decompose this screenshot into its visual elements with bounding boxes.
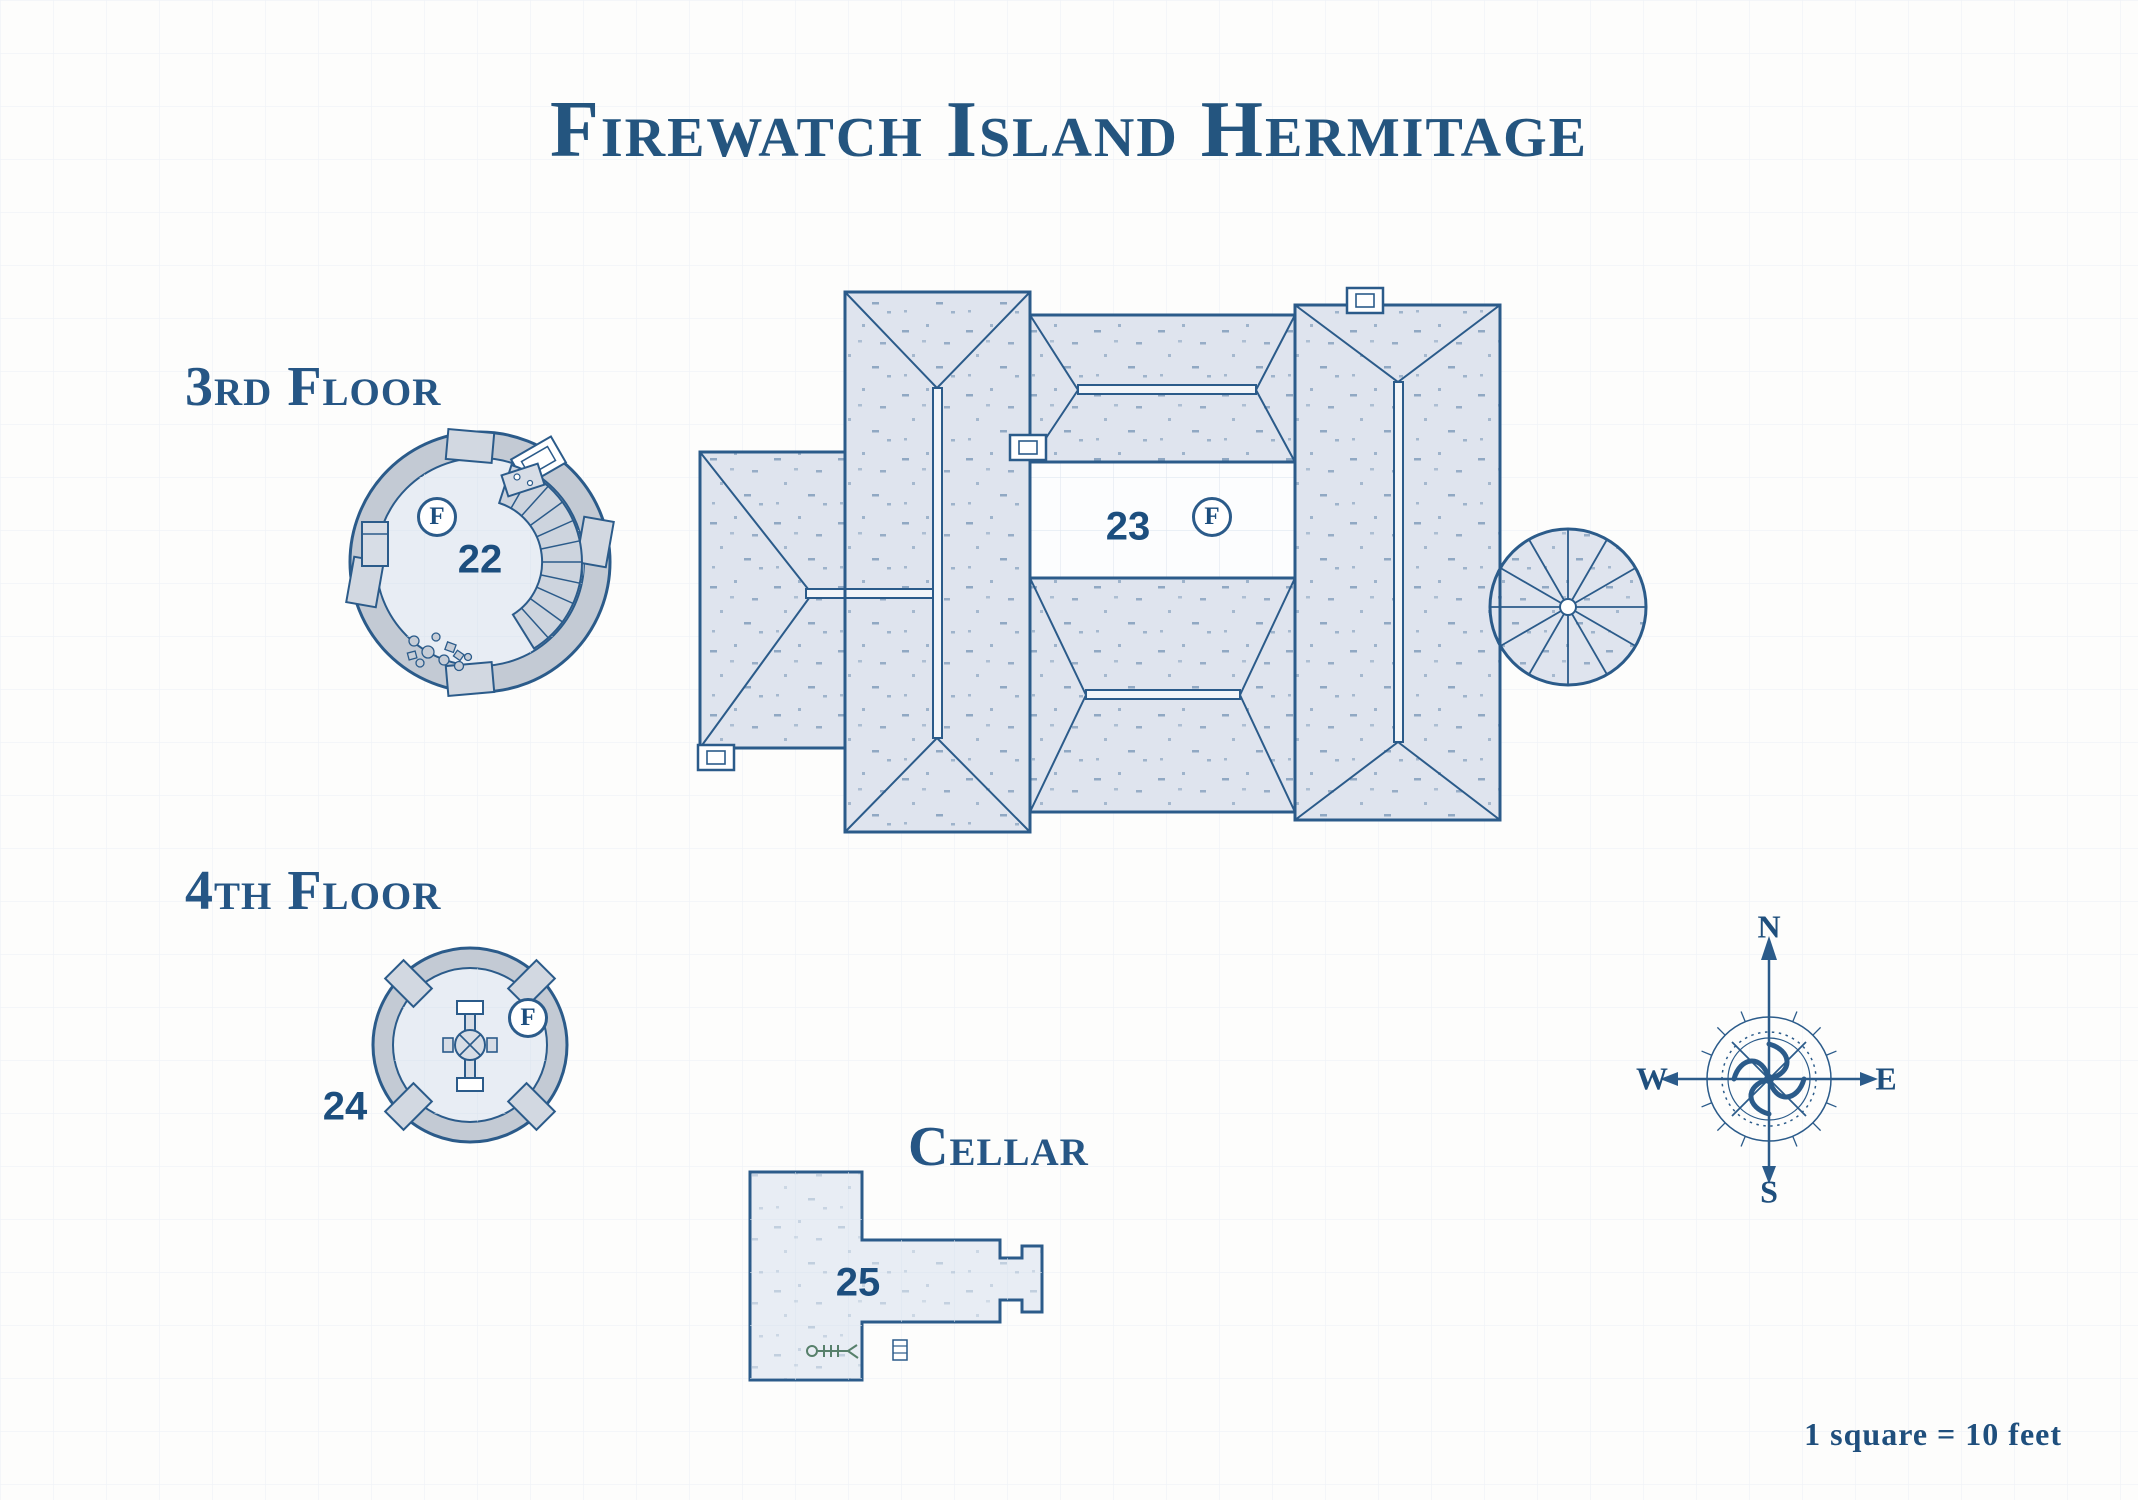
tower-conical-roof [1488, 527, 1648, 687]
crate [892, 1339, 908, 1361]
room-number-22: 22 [457, 537, 503, 582]
fireplace-marker-icon-24: F [508, 998, 548, 1038]
map-title: Firewatch Island Hermitage [549, 86, 1589, 174]
cellar-plan [748, 1170, 1044, 1382]
courtyard [1028, 460, 1297, 580]
fourth-floor-label: 4th Floor [185, 860, 442, 922]
chimneys [696, 286, 1385, 772]
hip-roof-lines [699, 291, 1501, 833]
room-number-24: 24 [322, 1084, 368, 1129]
skeleton-remains [806, 1344, 859, 1359]
main-building-roof [696, 286, 1648, 834]
window-blocks [383, 958, 557, 1132]
room-number-23: 23 [1105, 504, 1151, 549]
winch-mechanism [442, 1000, 498, 1092]
rubble-pile [406, 632, 473, 672]
room-number-25: 25 [835, 1260, 881, 1305]
cellar-label: Cellar [908, 1116, 1089, 1178]
compass-north-label: N [1757, 908, 1781, 945]
scale-note: 1 square = 10 feet [1804, 1416, 2062, 1452]
fireplace-marker-icon-22: F [417, 497, 457, 537]
bed [361, 521, 389, 567]
fireplace-marker-icon-23: F [1192, 497, 1232, 537]
compass-east-label: E [1875, 1060, 1897, 1097]
fourth-floor-tower [371, 946, 569, 1144]
spiral-staircase [497, 463, 583, 650]
ridge-beams [805, 381, 1404, 743]
compass-rose [1660, 936, 1878, 1184]
compass-south-label: S [1760, 1173, 1778, 1210]
third-floor-label: 3rd Floor [185, 356, 442, 418]
table [500, 462, 546, 498]
compass-west-label: W [1636, 1060, 1668, 1097]
